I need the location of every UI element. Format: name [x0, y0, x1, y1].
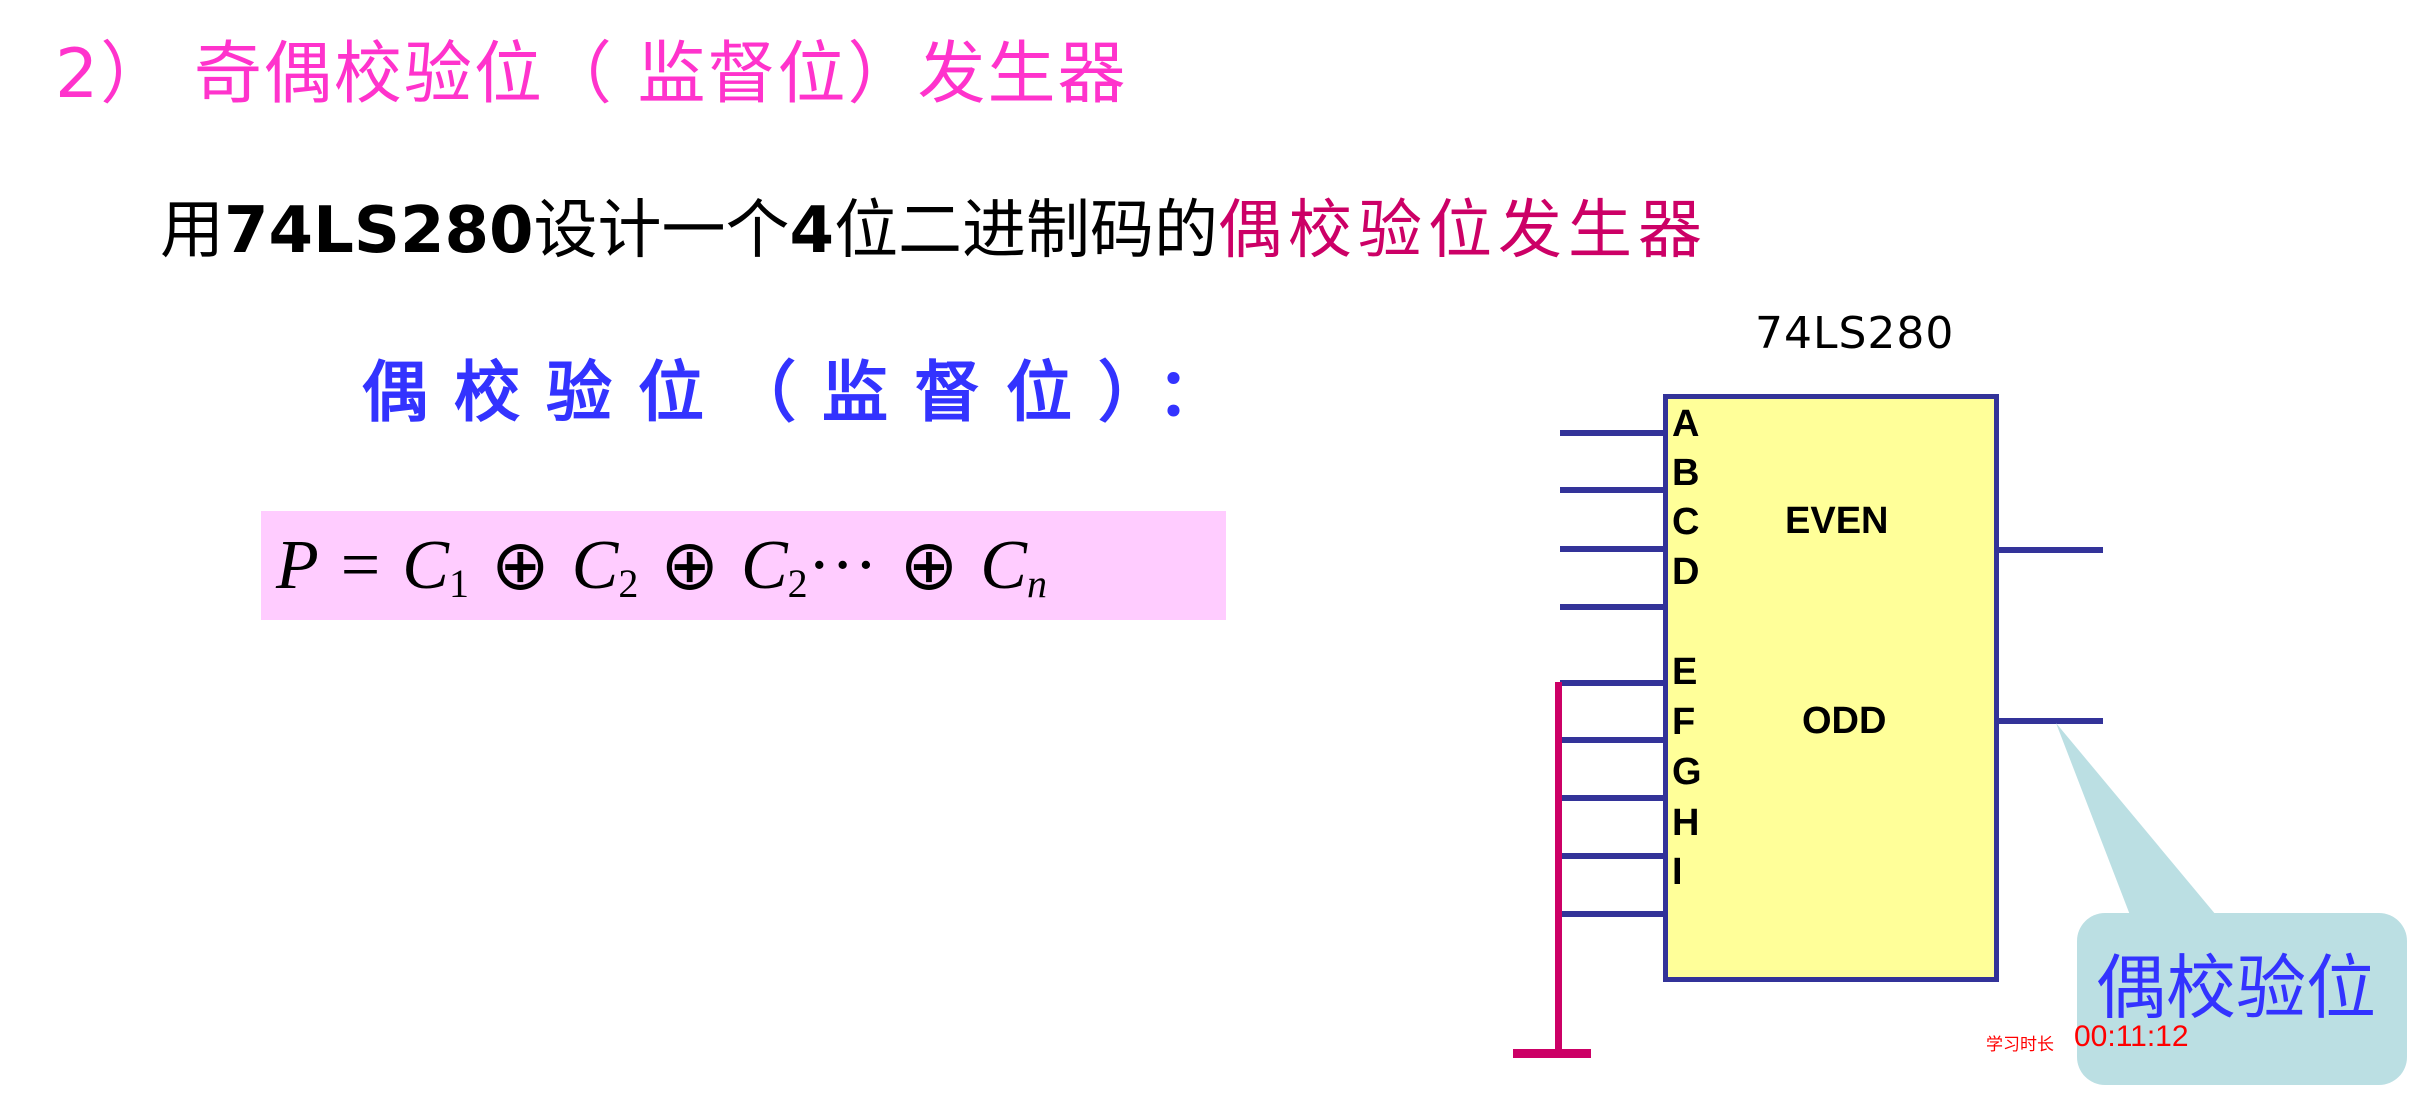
chip-name: 74LS280: [1755, 308, 1955, 359]
task-bits: 4: [789, 194, 835, 268]
formula-subscript: 1: [448, 561, 469, 606]
ground-bus: [1555, 682, 1562, 1054]
output-wire-even: [1999, 547, 2103, 553]
formula-lhs: P: [276, 526, 319, 604]
task-highlight: 偶校验位发生器: [1218, 194, 1709, 268]
input-wire-c: [1560, 546, 1664, 552]
slide-title: 2） 奇偶校验位（ 监督位）发生器: [55, 35, 1128, 114]
input-wire-e: [1560, 680, 1664, 686]
pin-label-e: E: [1672, 651, 1698, 693]
task-prefix: 用: [160, 194, 224, 268]
formula-subscript: n: [1026, 561, 1047, 606]
callout-text: 偶校验位: [2096, 947, 2376, 1029]
pin-label-a: A: [1672, 403, 1700, 445]
task-statement: 用74LS280设计一个4位二进制码的偶校验位发生器: [160, 188, 1708, 274]
task-middle: 设计一个: [533, 194, 790, 268]
pin-label-b: B: [1672, 452, 1700, 494]
pin-label-d: D: [1672, 551, 1700, 593]
timer-label: 学习时长: [1986, 1035, 2054, 1055]
callout-bubble: [2077, 913, 2407, 1085]
input-wire-a: [1560, 430, 1664, 436]
pin-label-i: I: [1672, 851, 1683, 893]
chip-74ls280: [1663, 394, 1999, 982]
task-suffix: 位二进制码的: [834, 194, 1219, 268]
input-wire-i: [1560, 911, 1664, 917]
output-label-odd: ODD: [1802, 700, 1887, 742]
input-wire-g: [1560, 795, 1664, 801]
pin-label-c: C: [1672, 501, 1700, 543]
timer-value: 00:11:12: [2074, 1020, 2189, 1053]
input-wire-b: [1560, 487, 1664, 493]
formula-subscript: 2: [618, 561, 639, 606]
formula-equals: =: [340, 526, 381, 604]
xor-operator: ⊕: [899, 528, 959, 605]
output-wire-odd: [1999, 718, 2103, 724]
pin-label-h: H: [1672, 802, 1700, 844]
task-chip: 74LS280: [224, 194, 534, 268]
parity-bit-heading: 偶校验位（监督位）：: [362, 354, 1249, 431]
formula-term: C: [402, 526, 449, 604]
callout-pointer: [2056, 723, 2216, 915]
formula-subscript: 2: [787, 561, 808, 606]
formula-term: C: [571, 526, 619, 604]
xor-operator: ⊕: [660, 528, 719, 605]
input-wire-h: [1560, 853, 1664, 859]
xor-operator: ⊕: [490, 528, 550, 605]
formula-ellipsis: ···: [807, 526, 878, 604]
pin-label-f: F: [1672, 701, 1696, 743]
pin-label-g: G: [1672, 751, 1702, 793]
ground-symbol: [1513, 1049, 1591, 1058]
formula-term: C: [740, 526, 788, 604]
input-wire-d: [1560, 604, 1664, 610]
formula-term: C: [980, 526, 1027, 604]
input-wire-f: [1560, 737, 1664, 743]
output-label-even: EVEN: [1785, 500, 1889, 542]
